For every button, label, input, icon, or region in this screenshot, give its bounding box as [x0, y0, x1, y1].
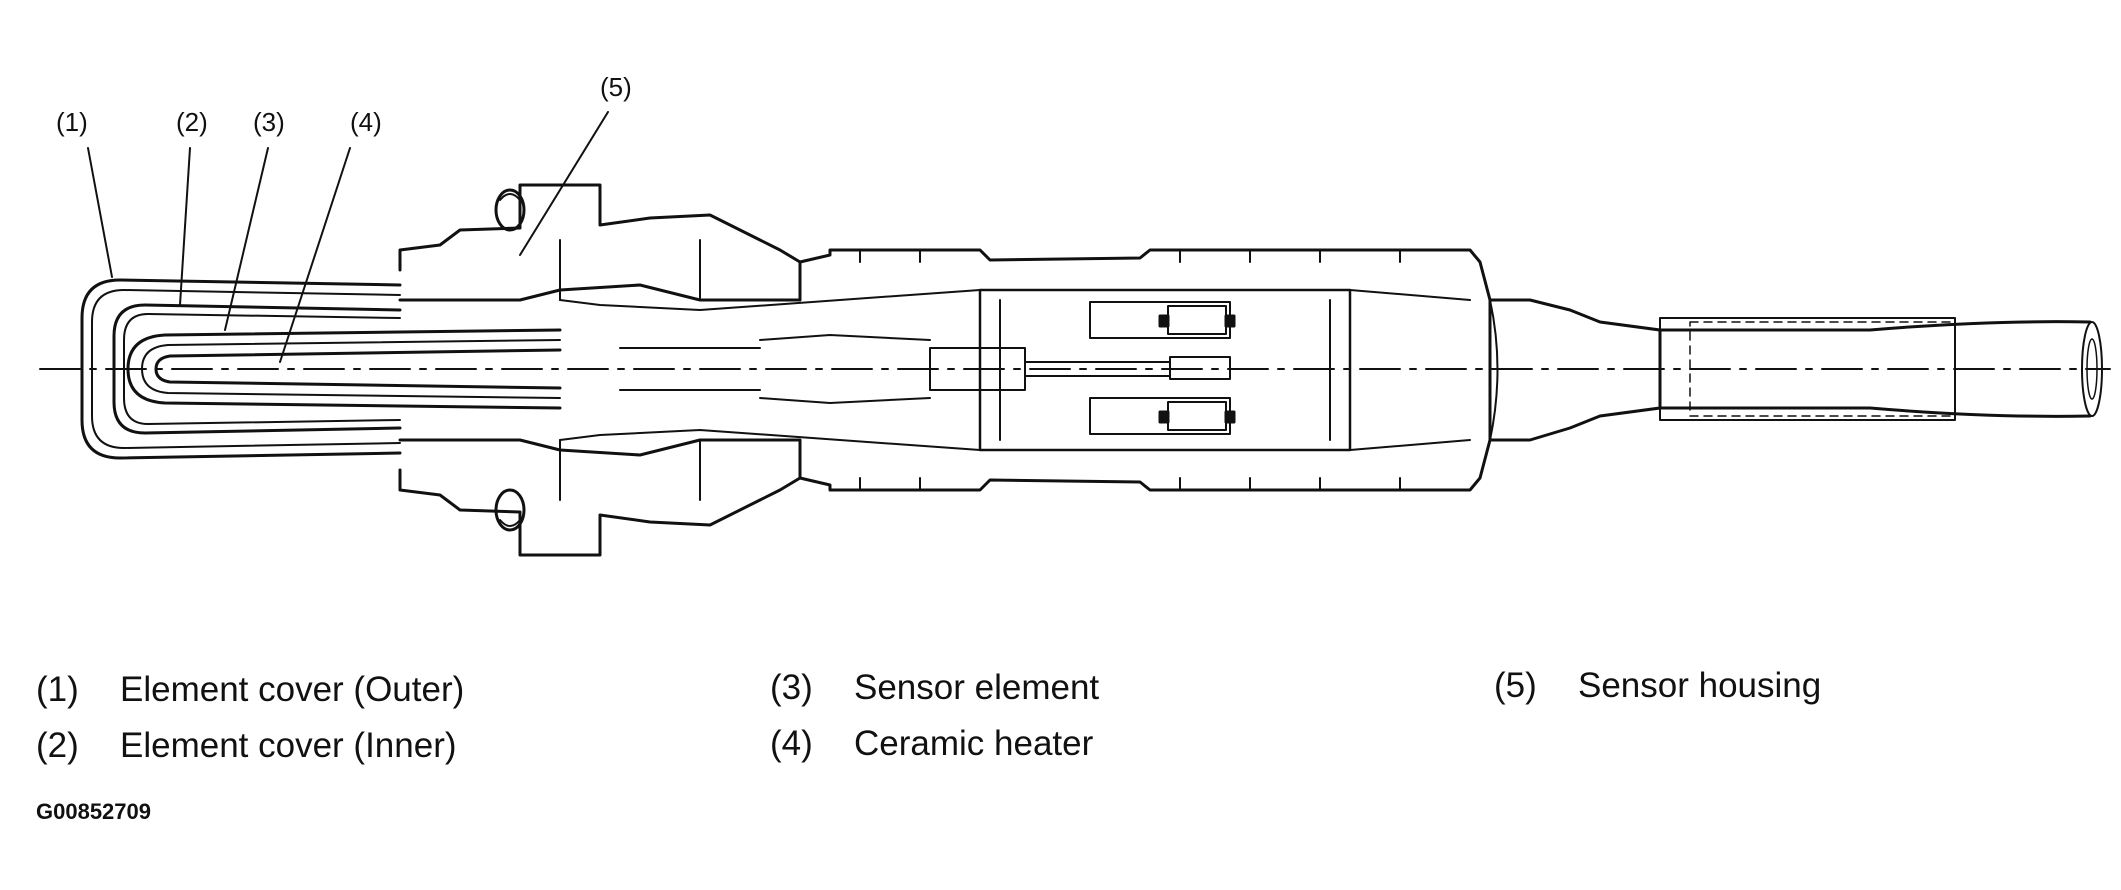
gasket-ring-top	[494, 188, 526, 232]
legend-number: (2)	[36, 726, 79, 765]
legend-label: Element cover (Outer)	[120, 670, 465, 709]
leader-5	[519, 111, 609, 256]
callout-1: (1)	[56, 107, 88, 137]
lead-wire	[1658, 320, 2092, 332]
sensor-housing	[798, 248, 1492, 371]
ceramic-heater	[154, 348, 562, 390]
legend-label: Element cover (Inner)	[120, 726, 457, 765]
legend-number: (3)	[770, 668, 813, 707]
callout-4: (4)	[350, 107, 382, 137]
legend-number: (4)	[770, 724, 813, 763]
legend-item-1: (1) Element cover (Outer)	[36, 670, 464, 710]
legend-item-2: (2) Element cover (Inner)	[36, 726, 457, 766]
leader-3	[224, 147, 269, 331]
figure-id: G00852709	[36, 799, 151, 824]
sensor-element	[126, 328, 562, 410]
callout-5: (5)	[600, 72, 632, 102]
leader-1	[87, 147, 113, 278]
oxygen-sensor-cross-section: (1) (2) (3) (4) (5)	[39, 72, 2111, 557]
leader-4	[279, 147, 351, 363]
gasket-ring-bottom	[494, 488, 526, 532]
legend-label: Sensor element	[854, 668, 1100, 707]
legend-number: (1)	[36, 670, 79, 709]
legend-label: Sensor housing	[1578, 666, 1822, 705]
legend-item-4: (4) Ceramic heater	[770, 724, 1093, 764]
leader-2	[179, 147, 191, 306]
legend-item-5: (5) Sensor housing	[1494, 666, 1821, 706]
callout-2: (2)	[176, 107, 208, 137]
legend-item-3: (3) Sensor element	[770, 668, 1099, 708]
legend-number: (5)	[1494, 666, 1537, 705]
mounting-hex	[398, 183, 802, 302]
outer-element-cover	[80, 278, 402, 460]
inner-element-cover	[112, 303, 402, 435]
connector-block	[978, 288, 1352, 452]
callout-3: (3)	[253, 107, 285, 137]
legend-label: Ceramic heater	[854, 724, 1094, 763]
